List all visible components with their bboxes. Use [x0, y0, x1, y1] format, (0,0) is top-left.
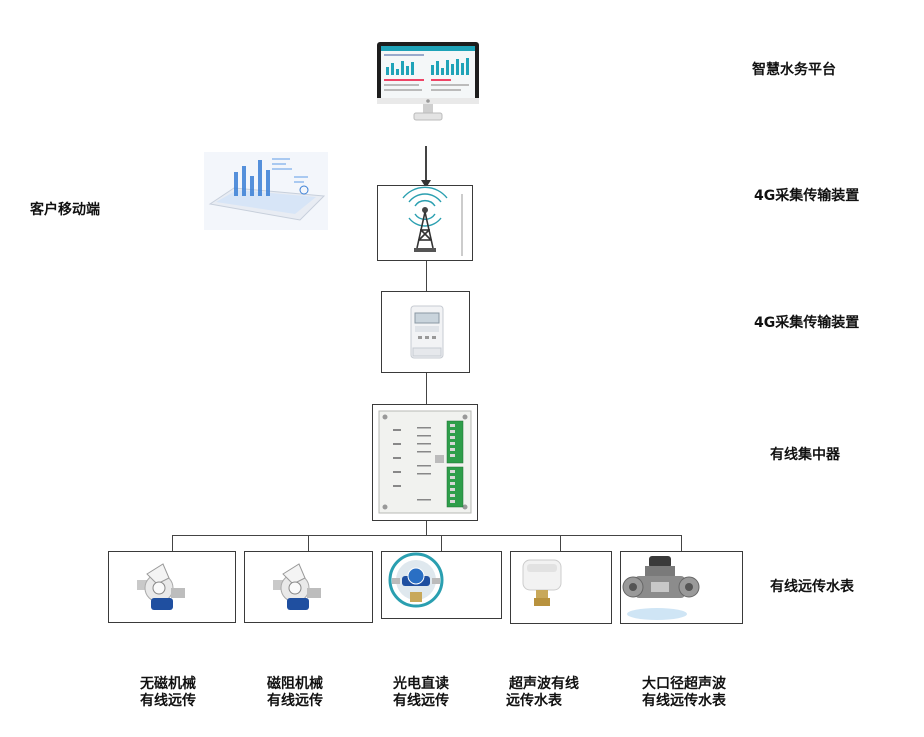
meter-caption: 光电直读 有线远传 — [361, 676, 481, 710]
arrow-head-icon — [421, 180, 431, 188]
meter-box-nonmagnetic — [108, 551, 236, 623]
layer-label-gateway-a: 4G采集传输装置 — [754, 188, 860, 204]
meter-caption-line: 有线远传 — [267, 693, 323, 709]
meter-caption-line: 无磁机械 — [140, 676, 196, 692]
meter-caption: 磁阻机械 有线远传 — [235, 676, 355, 710]
drop-line — [560, 535, 561, 551]
meter-caption-line: 超声波有线 — [509, 676, 579, 692]
layer-label-meters: 有线远传水表 — [770, 579, 854, 595]
meter-caption: 大口径超声波 有线远传水表 — [624, 676, 744, 710]
connector-line — [426, 521, 427, 535]
layer-label-gateway-b: 4G采集传输装置 — [754, 315, 860, 331]
meter-box-ultrasonic — [510, 551, 612, 624]
meter-box-photoelectric — [381, 551, 502, 619]
bus-line — [172, 535, 682, 536]
layer-label-mobile: 客户移动端 — [30, 202, 100, 218]
meter-caption-line: 光电直读 — [393, 676, 449, 692]
meter-box-large-ultrasonic — [620, 551, 743, 624]
drop-line — [441, 535, 442, 551]
arrow-line-platform — [425, 146, 427, 182]
drop-line — [681, 535, 682, 551]
platform-monitor-icon — [376, 41, 480, 125]
meter-caption-line: 远传水表 — [506, 693, 562, 709]
layer-label-concentrator: 有线集中器 — [770, 447, 840, 463]
meter-caption-line: 磁阻机械 — [267, 676, 323, 692]
concentrator-box — [372, 404, 478, 521]
gateway-4g-collector-box — [381, 291, 470, 373]
drop-line — [308, 535, 309, 551]
mobile-tablet-icon — [204, 152, 328, 230]
meter-caption-line: 大口径超声波 — [642, 676, 726, 692]
meter-caption: 超声波有线 远传水表 — [484, 676, 604, 710]
connector-line — [426, 261, 427, 291]
connector-line — [426, 373, 427, 404]
meter-caption-line: 有线远传水表 — [642, 693, 726, 709]
meter-caption: 无磁机械 有线远传 — [108, 676, 228, 710]
meter-box-magnetoresistive — [244, 551, 373, 623]
drop-line — [172, 535, 173, 551]
layer-label-platform: 智慧水务平台 — [752, 62, 836, 78]
meter-caption-line: 有线远传 — [393, 693, 449, 709]
meter-caption-line: 有线远传 — [140, 693, 196, 709]
gateway-4g-tower-box — [377, 185, 473, 261]
